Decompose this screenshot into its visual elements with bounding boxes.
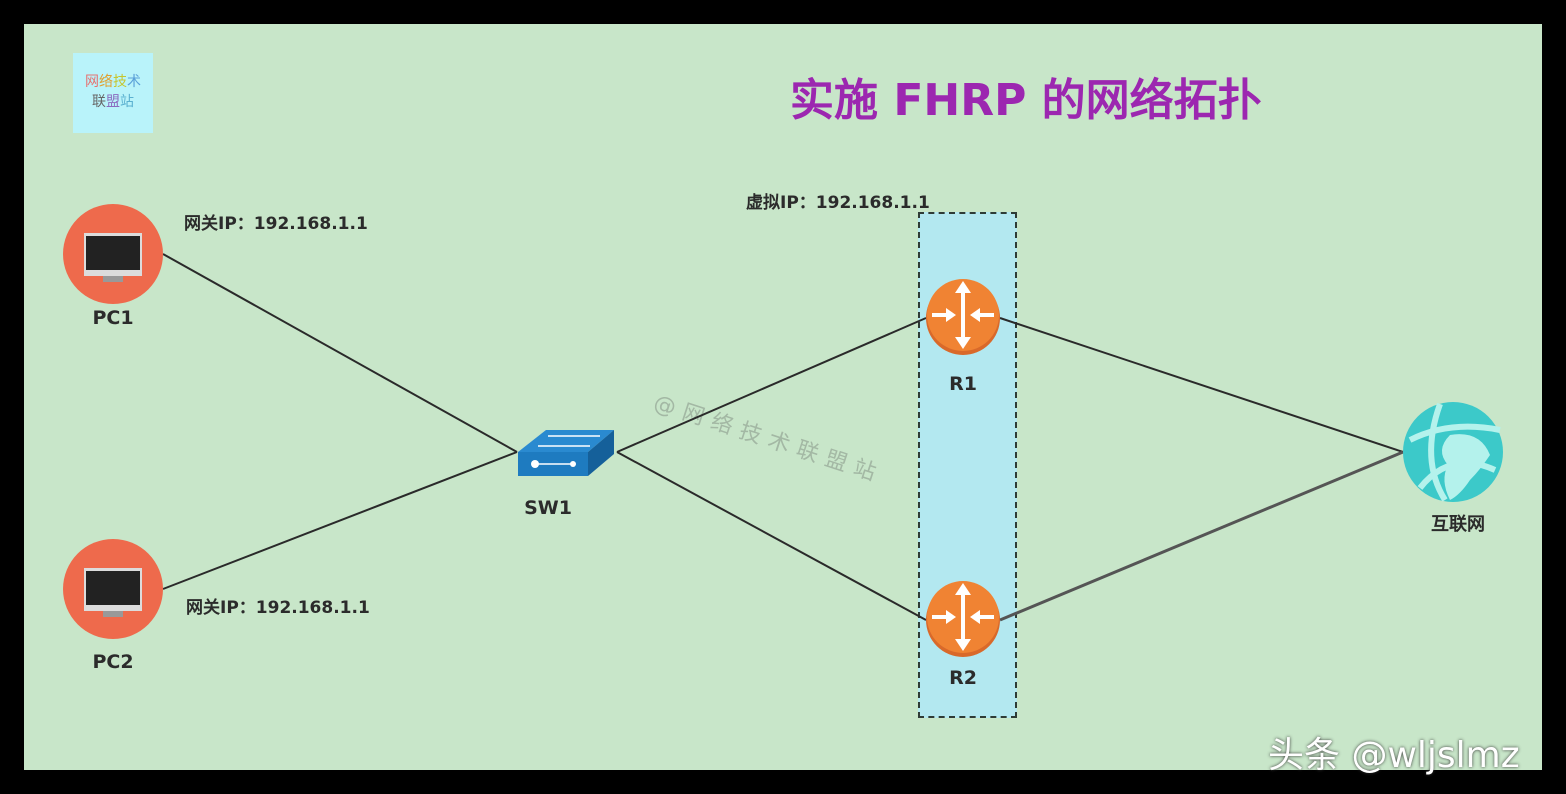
link-pc2-sw1 [162, 451, 518, 590]
internet-label: 互联网 [1431, 514, 1485, 535]
brand-watermark: 头条 @wljslmz [1268, 735, 1520, 776]
link-pc1-sw1 [162, 253, 518, 453]
pc2-icon[interactable] [63, 539, 163, 639]
pc2-label: PC2 [92, 651, 134, 673]
logo-char: 站 [120, 94, 134, 110]
virtual-ip-label: 虚拟IP：192.168.1.1 [746, 193, 930, 213]
logo-char: 盟 [106, 94, 120, 110]
internet-globe-icon[interactable] [1403, 402, 1503, 502]
link-sw1-r1 [616, 317, 927, 453]
link-r1-internet [999, 317, 1404, 453]
router-r2-icon[interactable] [926, 581, 1000, 657]
logo-char: 网 [85, 74, 99, 90]
pc1-icon[interactable] [63, 204, 163, 304]
logo-char: 技 [113, 74, 127, 90]
pc1-label: PC1 [92, 307, 134, 329]
sw1-label: SW1 [524, 497, 572, 519]
logo-char: 术 [127, 74, 141, 90]
r1-label: R1 [949, 373, 977, 395]
link-sw1-r2 [616, 451, 927, 621]
diagram-canvas [24, 24, 1542, 770]
r2-label: R2 [949, 667, 977, 689]
pc2-gateway-label: 网关IP：192.168.1.1 [186, 598, 370, 618]
page-title: 实施 FHRP 的网络拓扑 [790, 75, 1262, 126]
pc1-gateway-label: 网关IP：192.168.1.1 [184, 214, 368, 234]
switch-icon[interactable] [518, 430, 614, 476]
logo-char: 络 [99, 74, 113, 90]
logo: 网络技术 联盟站 [73, 53, 153, 133]
logo-char: 联 [92, 94, 106, 110]
router-r1-icon[interactable] [926, 279, 1000, 355]
link-r2-internet [999, 450, 1404, 622]
